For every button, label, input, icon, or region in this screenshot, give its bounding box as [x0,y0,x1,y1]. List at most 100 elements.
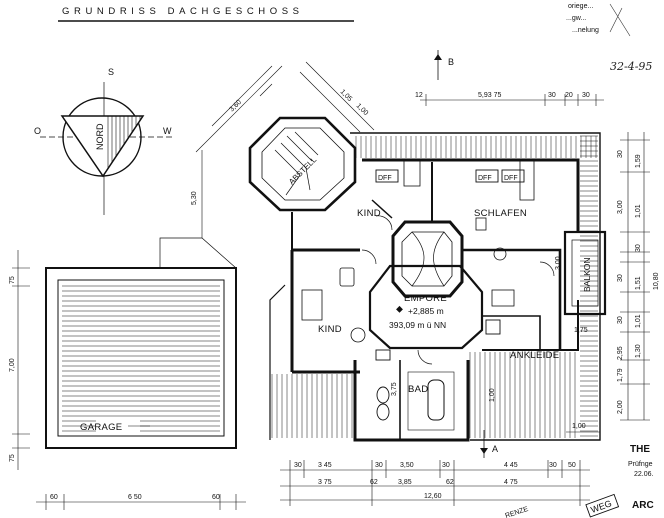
corner-the: THE [630,444,650,455]
empore-octagon [368,264,484,350]
garage-roof-line [159,237,237,269]
dim-r-1-30: 1,30 [635,344,642,358]
stamp-line-2: ...gw... [566,15,586,22]
dim-b1-5: 4 45 [504,462,518,469]
diagonal-dimensions [195,61,375,153]
dim-balkon-1-75: 1,75 [574,327,588,334]
corner-arc: ARC [632,500,654,511]
dim-garage-75b: 75 [9,454,16,462]
stamp-line-3: ...nelung [572,27,599,34]
dim-diag-1-00: 1,00 [355,102,370,117]
garage-side-dims [12,250,30,470]
approval-stamp: oriege... ...gw... ...nelung [566,3,631,37]
roof-windows: DFF DFF DFF [375,169,525,183]
dim-bad-3-75: 3,75 [391,382,398,396]
section-a-label: A [492,444,498,454]
dim-b2-3: 62 [446,479,454,486]
dim-gb-60a: 60 [50,494,58,501]
garage-bottom-dims [36,494,246,510]
right-dim-chain [620,132,650,421]
room-ankleide: ANKLEIDE [510,350,559,361]
dim-r-1-79: 1,79 [617,368,624,382]
dff-label-1: DFF [378,175,392,182]
grenze-label: RENZE [504,506,529,518]
dim-b2-1: 62 [370,479,378,486]
dim-diag-1-05: 1,05 [339,88,354,103]
erker-octagon [248,116,357,212]
stamp-line-1: oriege... [568,3,593,10]
dim-diag-3-60: 3,60 [228,99,243,114]
walls [248,116,607,442]
dim-r-30c: 30 [617,274,624,282]
weg-sign: WEG [585,493,620,518]
dim-b1-7: 50 [568,462,576,469]
compass-o: O [34,126,41,136]
corner-small-1: Prüfnge [628,461,653,468]
empore-level: +2,885 m [408,306,444,316]
dim-r-total: 10,80 [653,272,660,290]
dim-5-30: 5,30 [191,191,198,205]
dim-right-small: 1,00 [572,423,586,430]
room-garage: GARAGE [80,422,122,433]
dim-garage-75a: 75 [9,276,16,284]
dim-b2-0: 3 75 [318,479,332,486]
dim-top-20: 20 [565,92,573,99]
room-empore: EMPORE [404,293,447,304]
dim-top-12: 12 [415,92,423,99]
dim-r-30: 30 [617,150,624,158]
dim-gb-60b: 60 [212,494,220,501]
stamp-date: 32-4-95 [610,60,652,73]
dim-top-5-93: 5,93 75 [478,92,501,99]
dim-r-1-01a: 1,01 [635,204,642,218]
plan-title: GRUNDRISS DACHGESCHOSS [62,6,304,17]
dim-gb-6-50: 6 50 [128,494,142,501]
dim-bad-1-00: 1,00 [489,388,496,402]
room-kind-lower: KIND [318,324,342,335]
dim-top-30b: 30 [582,92,590,99]
dim-r-30d: 30 [617,316,624,324]
balkon-rect [563,230,607,316]
dim-bottom-total: 12,60 [424,493,442,500]
compass-s: S [108,67,114,77]
north-arrow-icon [60,115,145,178]
dim-b1-6: 30 [549,462,557,469]
section-a-arrow-icon [480,448,488,454]
dim-garage-7-00: 7,00 [9,358,16,372]
compass: NORD S O W [34,67,175,215]
section-b-arrow-icon [434,54,442,60]
dim-r-1-51: 1,51 [635,276,642,290]
roof-hatching [271,135,598,438]
weg-label: WEG [589,498,613,515]
room-schlafen: SCHLAFEN [474,208,527,219]
stair-octagon [391,220,464,298]
dim-r-2-95: 2,95 [617,346,624,360]
dim-b1-3: 3,50 [400,462,414,469]
room-erker: ABSTELL [287,155,319,187]
room-kind-upper: KIND [357,208,381,219]
dim-b1-2: 30 [375,462,383,469]
level-marker-icon: ⬥ [396,304,403,315]
bottom-dim-chain [280,460,590,506]
section-b-label: B [448,57,454,67]
dim-top-30a: 30 [548,92,556,99]
dim-b1-0: 30 [294,462,302,469]
room-balkon: BALKON [582,258,592,293]
dim-r-30b: 30 [635,244,642,252]
dim-r-1-59: 1,59 [635,154,642,168]
dim-b1-4: 30 [442,462,450,469]
dim-b1-1: 3 45 [318,462,332,469]
dff-label-3: DFF [504,175,518,182]
dim-b2-2: 3,85 [398,479,412,486]
empore-nn: 393,09 m ü NN [389,320,446,330]
corner-small-2: 22.06. [634,471,654,478]
dim-r-3-00: 3,00 [617,200,624,214]
north-label: NORD [95,123,105,150]
top-dim-chain [420,94,604,106]
dim-balkon-3-00: 3,00 [555,256,562,270]
dim-r-1-01b: 1,01 [635,314,642,328]
dim-b2-4: 4 75 [504,479,518,486]
room-bad: BAD [408,384,428,395]
dim-r-2-00: 2,00 [617,400,624,414]
compass-w: W [163,126,172,136]
